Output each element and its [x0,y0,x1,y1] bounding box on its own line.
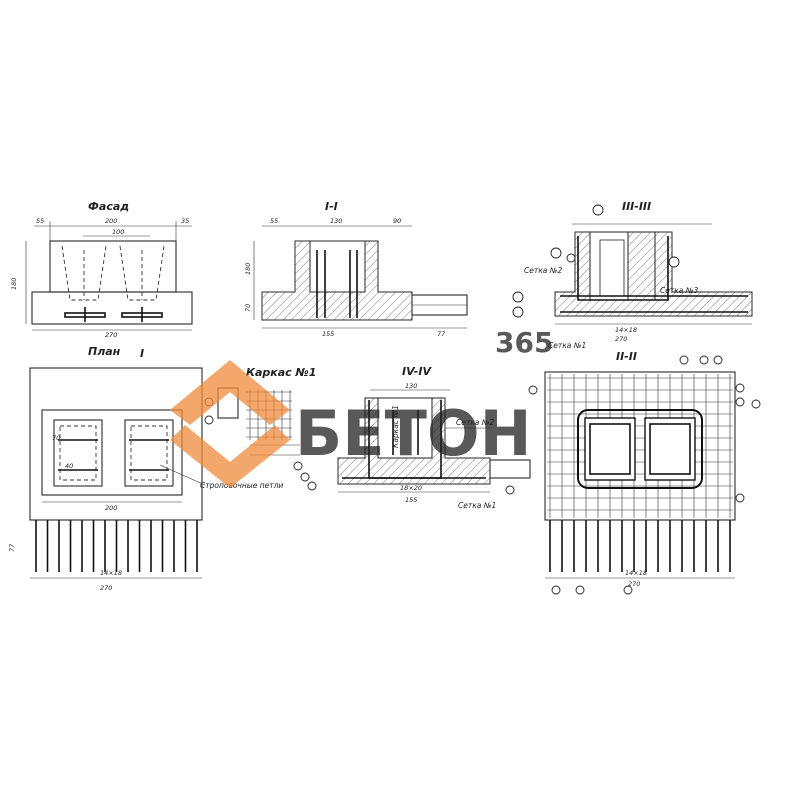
watermark-number: 365 [495,326,553,359]
watermark-logo-mark [170,360,290,425]
section-3-title: III-III [622,200,651,213]
section-4-title: IV-IV [402,365,432,378]
s4-dim-18x20: 18×20 [400,484,422,492]
section-3-view: III-III 14×18 270 Сетка №2 Сетка №3 Сетк… [512,200,753,350]
section-2-title: II-II [616,350,637,363]
facade-dim-270: 270 [105,331,117,339]
s3-label-mesh-2: Сетка №2 [524,266,563,275]
s4-label-frame-1: Каркас №1 [391,405,400,448]
facade-dim-55: 55 [36,217,44,225]
section-4-view: IV-IV 130 Каркас №1 Сетка №2 18×20 155 С… [293,365,531,510]
s1-dim-70: 70 [244,304,252,312]
plan-title: План [88,345,121,358]
s1-dim-180: 180 [244,263,252,275]
s1-dim-77: 77 [437,330,446,338]
section-2-view: II-II 14×18 270 [528,350,761,595]
s3-dim-270: 270 [615,335,627,343]
watermark: БЕТОН 365 [170,326,553,488]
s3-dim-14x18: 14×18 [615,326,637,334]
plan-label-loops: Строповочные петли [200,481,283,490]
plan-view: План I 40 70 200 Строповочные петли 14×1… [8,345,283,592]
plan-marker: I [140,347,144,360]
plan-dim-40: 40 [65,462,73,470]
watermark-text: БЕТОН [295,397,532,470]
plan-dim-77: 77 [8,543,16,552]
s4-label-mesh-2: Сетка №2 [456,418,495,427]
plan-dim-270: 270 [100,584,112,592]
s4-label-mesh-1: Сетка №1 [458,501,496,510]
plan-dim-70: 70 [52,434,60,442]
frame-1-title: Каркас №1 [246,366,316,379]
s3-label-mesh-3: Сетка №3 [660,286,699,295]
s4-dim-130: 130 [405,382,417,390]
s1-dim-155: 155 [322,330,334,338]
facade-dim-180: 180 [10,278,18,290]
facade-dim-200: 200 [105,217,117,225]
section-1-title: I-I [325,200,338,213]
section-1-view: I-I 55 130 90 155 77 180 70 [244,200,468,338]
s1-dim-130: 130 [330,217,342,225]
s4-dim-155: 155 [405,496,417,504]
s2-dim-270: 270 [628,580,640,588]
s2-dim-14x18: 14×18 [625,569,647,577]
s3-label-mesh-1: Сетка №1 [548,341,586,350]
s1-dim-90: 90 [393,217,401,225]
plan-dim-200: 200 [105,504,117,512]
facade-title: Фасад [88,200,129,213]
facade-dim-35: 35 [181,217,189,225]
s1-dim-55: 55 [270,217,278,225]
plan-dim-14x18: 14×18 [100,569,122,577]
facade-view: Фасад 55 200 35 100 270 180 [10,200,193,339]
facade-dim-100: 100 [112,228,124,236]
